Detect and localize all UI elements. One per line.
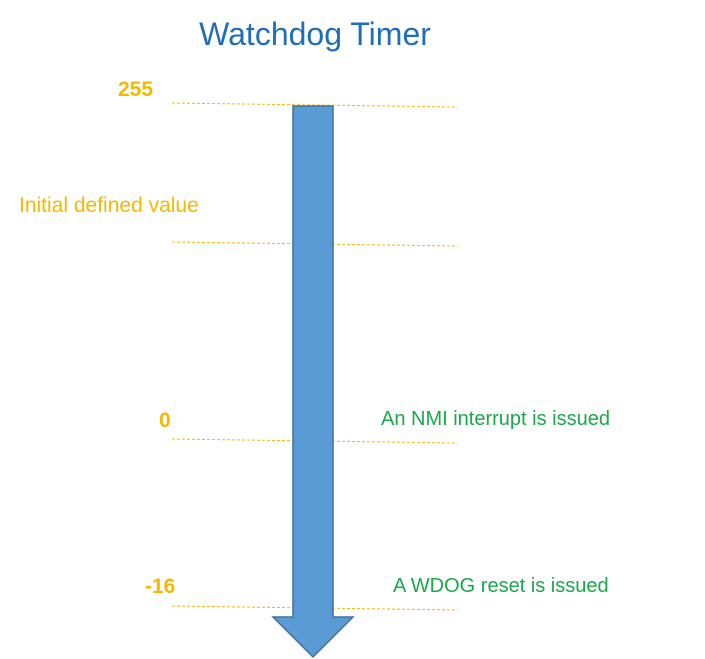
nmi-interrupt-label: An NMI interrupt is issued [381, 408, 610, 430]
value-label-minus16: -16 [145, 575, 176, 598]
marker-line-initial [171, 241, 459, 247]
down-arrow-icon [271, 105, 355, 659]
initial-defined-value-label: Initial defined value [19, 194, 199, 217]
marker-line-0 [171, 438, 459, 444]
diagram-title: Watchdog Timer [199, 16, 431, 52]
marker-line-minus16 [171, 605, 459, 611]
wdog-reset-label: A WDOG reset is issued [393, 575, 609, 597]
value-label-0: 0 [159, 409, 171, 432]
value-label-255: 255 [118, 78, 154, 101]
marker-line-255 [171, 102, 459, 108]
